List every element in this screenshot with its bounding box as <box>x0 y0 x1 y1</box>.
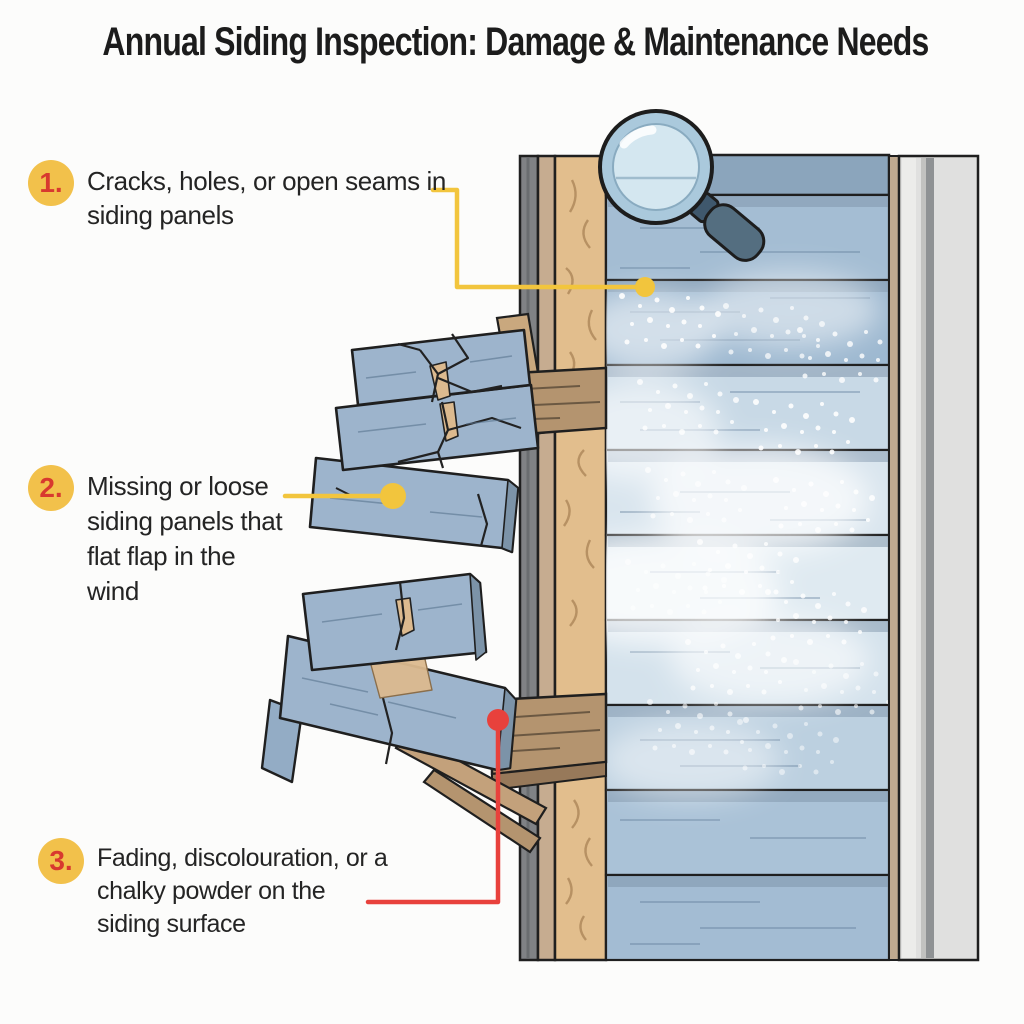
crack-gap <box>395 597 415 637</box>
magnifying-glass-icon <box>598 109 766 262</box>
callout-1: 1. Cracks, holes, or open seams in sidin… <box>28 160 448 232</box>
callout-1-text: Cracks, holes, or open seams in siding p… <box>87 166 446 230</box>
wall-cross-section <box>518 153 980 962</box>
callout-3-text: Fading, discolouration, or a chalky powd… <box>97 844 388 938</box>
callout-2-badge: 2. <box>28 465 74 511</box>
callout-2: 2. Missing or loose siding panels that f… <box>28 465 328 609</box>
connector-line-3 <box>365 723 501 905</box>
connector-dot-2 <box>380 483 406 509</box>
page-title: Annual Siding Inspection: Damage & Maint… <box>102 20 929 64</box>
callout-2-text: Missing or loose siding panels that flat… <box>87 471 283 606</box>
outer-wall-band <box>888 154 980 962</box>
hanging-panel-bottom <box>278 634 518 772</box>
magnifier-lens <box>612 123 700 211</box>
callout-3: 3. Fading, discolouration, or a chalky p… <box>38 838 398 941</box>
connector-dot-1 <box>635 277 655 297</box>
connector-dot-3 <box>487 709 509 731</box>
crack-line <box>394 581 406 651</box>
crack-line <box>381 697 394 765</box>
insulation-texture <box>563 179 597 941</box>
hanging-panel-4 <box>301 572 488 672</box>
callout-connectors <box>282 187 655 905</box>
callout-3-badge: 3. <box>38 838 84 884</box>
fading-and-chalk-overlay <box>606 272 890 800</box>
crack-line <box>436 401 450 469</box>
lower-beam <box>490 692 608 792</box>
insulation-layer <box>553 154 608 962</box>
cracked-panel-2 <box>334 383 540 472</box>
callout-1-badge: 1. <box>28 160 74 206</box>
cracked-panel-1 <box>350 328 532 407</box>
crack-line <box>476 493 489 547</box>
connector-line-1 <box>430 187 644 290</box>
loose-panel-3 <box>308 456 520 554</box>
magnifier-handle <box>689 191 766 262</box>
broken-panels <box>260 328 540 784</box>
